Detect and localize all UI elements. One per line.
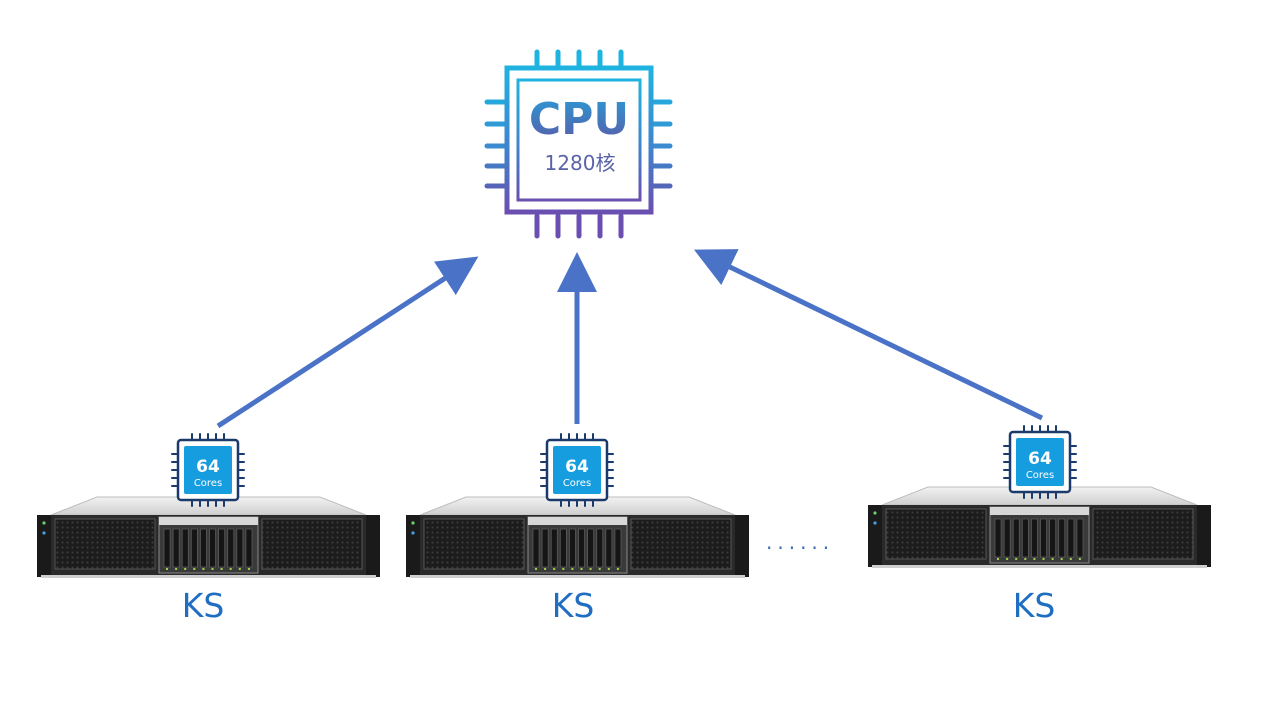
core-unit-3: Cores — [1026, 470, 1054, 481]
server-label-3: KS — [1012, 586, 1056, 625]
cpu-core-count: 1280核 — [545, 151, 616, 175]
cpu-title: CPU — [529, 94, 629, 145]
core-unit-1: Cores — [194, 478, 222, 489]
server-label-2: KS — [551, 586, 595, 625]
more-servers-ellipsis: ...... — [766, 530, 835, 554]
server-label-1: KS — [181, 586, 225, 625]
server-2 — [406, 496, 749, 578]
server-3 — [868, 486, 1211, 568]
arrow-right-to-cpu — [693, 249, 1044, 421]
core-count-1: 64 — [196, 457, 220, 477]
server-1 — [37, 496, 380, 578]
arrows — [216, 249, 1044, 429]
core-count-3: 64 — [1028, 449, 1052, 469]
arrow-left-to-cpu — [216, 256, 479, 429]
core-unit-2: Cores — [563, 478, 591, 489]
core-count-2: 64 — [565, 457, 589, 477]
cpu-icon: CPU 1280核 — [484, 49, 673, 239]
